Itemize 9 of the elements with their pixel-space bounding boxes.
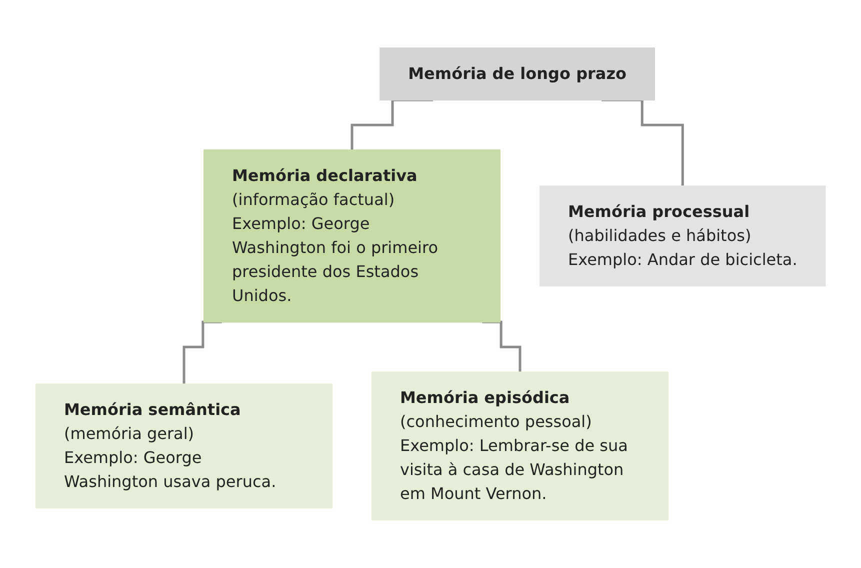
- connector: [482, 320, 522, 374]
- node-box: Memória processual (habilidades e hábitos) Exemplo: Andar de bicicleta.: [539, 186, 826, 286]
- connector: [350, 98, 433, 152]
- node-box: Memória semântica (memória geral) Exemplo: George Washington usava peruca.: [35, 384, 332, 508]
- node-box: Memória de longo prazo: [379, 48, 655, 100]
- node-box: Memória declarativa (informação factual) Exemplo: George Washington foi o primeiro presidente dos Estados Unidos.: [203, 150, 500, 322]
- connector: [182, 320, 222, 386]
- connector: [601, 98, 684, 188]
- node-box: Memória episódica (conhecimento pessoal) Exemplo: Lembrar-se de sua visita à casa de Washington em Mount Vernon.: [371, 372, 668, 520]
